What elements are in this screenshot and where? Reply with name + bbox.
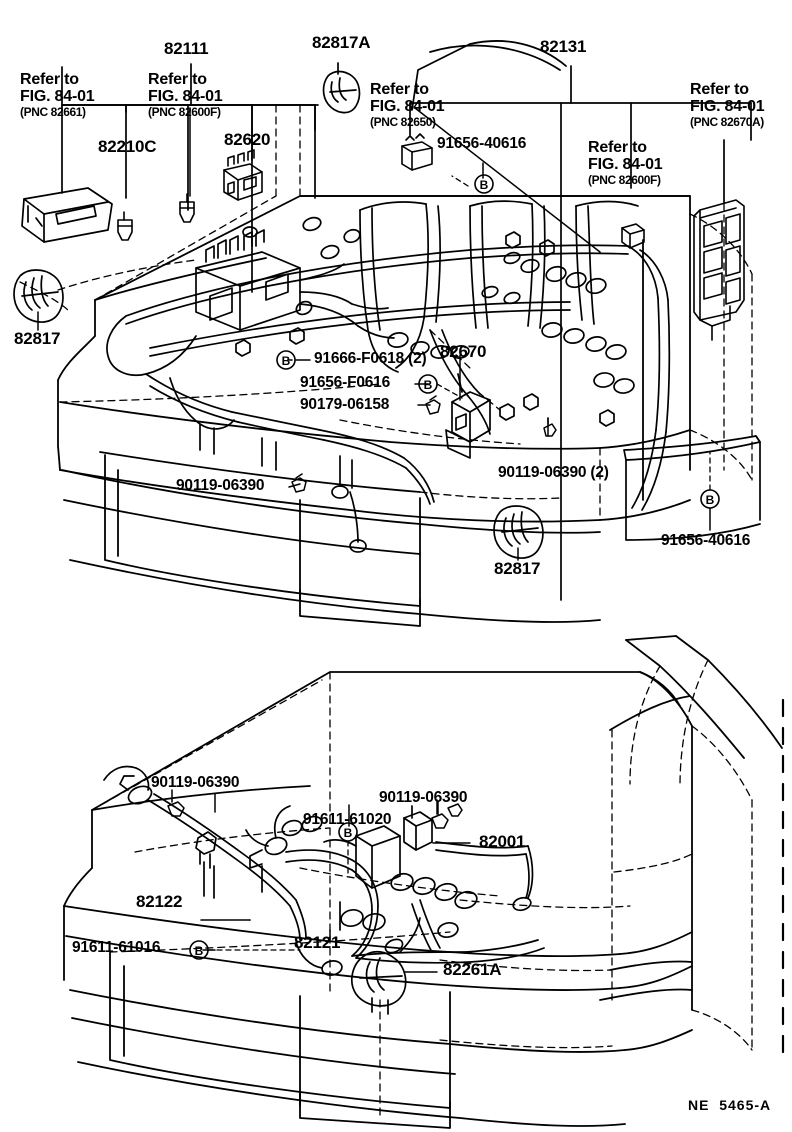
connector-82650 (401, 133, 433, 171)
svg-text:B: B (344, 826, 353, 840)
component-82620 (223, 149, 263, 201)
label-82111: 82111 (164, 39, 209, 58)
label-82817-left: 82817 (14, 329, 61, 348)
refer-line-2: FIG. 84-01 (690, 97, 765, 115)
refer-block-82670A: Refer to FIG. 84-01 (PNC 82670A) (690, 81, 765, 129)
upper-vehicle-body (57, 40, 691, 627)
upper-hardware-leaders (37, 107, 711, 561)
refer-line-1: Refer to (690, 81, 749, 98)
label-91656-40616-top: 91656-40616 (437, 135, 527, 152)
svg-text:B: B (195, 944, 204, 958)
label-91611-61016: 91611-61016 (72, 939, 161, 956)
refer-line-1: Refer to (148, 71, 207, 88)
label-91611-61020: 91611-61020 (303, 811, 392, 828)
label-90119-06390-left: 90119-06390 (176, 477, 265, 494)
clip-82600F (179, 193, 195, 223)
balloon-letters: B B B B B B (195, 178, 715, 958)
upper-wire-harness (106, 200, 761, 553)
label-90119-06390-lower-right: 90119-06390 (379, 789, 468, 806)
label-82121: 82121 (294, 933, 341, 952)
label-82210C: 82210C (98, 137, 157, 156)
label-82620: 82620 (224, 130, 271, 149)
upper-leader-brackets (61, 63, 319, 293)
label-82131: 82131 (540, 37, 587, 56)
refer-block-82661: Refer to FIG. 84-01 (PNC 82661) (20, 71, 95, 119)
label-91656-40616-bottom: 91656-40616 (661, 532, 751, 549)
refer-pnc: (PNC 82661) (20, 104, 86, 119)
refer-pnc: (PNC 82650) (370, 114, 436, 129)
refer-line-1: Refer to (588, 139, 647, 156)
component-82817-left (13, 269, 64, 323)
lower-leaders (200, 793, 471, 973)
lower-fasteners (167, 789, 463, 829)
clip-82661 (117, 211, 133, 241)
upper-right-bracket (409, 65, 752, 601)
label-82817A: 82817A (312, 33, 371, 52)
refer-line-1: Refer to (370, 81, 429, 98)
svg-text:B: B (424, 378, 433, 392)
refer-pnc: (PNC 82600F) (148, 104, 221, 119)
lower-hidden-lines (91, 659, 753, 1117)
sheet-footer-code: NE 5465-A (688, 1097, 772, 1113)
label-91656-f0616: 91656-F0616 (300, 374, 391, 391)
label-82670: 82670 (440, 342, 487, 361)
label-90119-06390-right: 90119-06390 (2) (498, 464, 609, 481)
svg-text:B: B (480, 178, 489, 192)
refer-block-82650: Refer to FIG. 84-01 (PNC 82650) (370, 81, 445, 129)
label-82261A: 82261A (443, 960, 502, 979)
refer-line-2: FIG. 84-01 (588, 155, 663, 173)
label-91666-f0618: 91666-F0618 (2) (314, 350, 427, 367)
label-82122: 82122 (136, 892, 183, 911)
refer-line-2: FIG. 84-01 (20, 87, 95, 105)
label-90119-06390-lower-left: 90119-06390 (151, 774, 240, 791)
refer-block-82600F-right: Refer to FIG. 84-01 (PNC 82600F) (588, 139, 663, 187)
refer-block-82600F-left: Refer to FIG. 84-01 (PNC 82600F) (148, 71, 223, 119)
refer-line-2: FIG. 84-01 (370, 97, 445, 115)
component-82210C (21, 187, 113, 243)
refer-pnc: (PNC 82600F) (588, 172, 661, 187)
label-82001: 82001 (479, 832, 526, 851)
refer-line-1: Refer to (20, 71, 79, 88)
label-90179-06158: 90179-06158 (300, 396, 390, 413)
component-fuse-block (693, 199, 745, 341)
connector-82600F-right (621, 223, 645, 249)
refer-line-2: FIG. 84-01 (148, 87, 223, 105)
svg-text:B: B (282, 354, 291, 368)
component-82817-right (493, 505, 544, 559)
lower-vehicle-body (63, 635, 783, 1129)
refer-pnc: (PNC 82670A) (690, 114, 764, 129)
label-82817-right: 82817 (494, 559, 541, 578)
svg-text:B: B (706, 493, 715, 507)
component-82817A (322, 70, 361, 114)
